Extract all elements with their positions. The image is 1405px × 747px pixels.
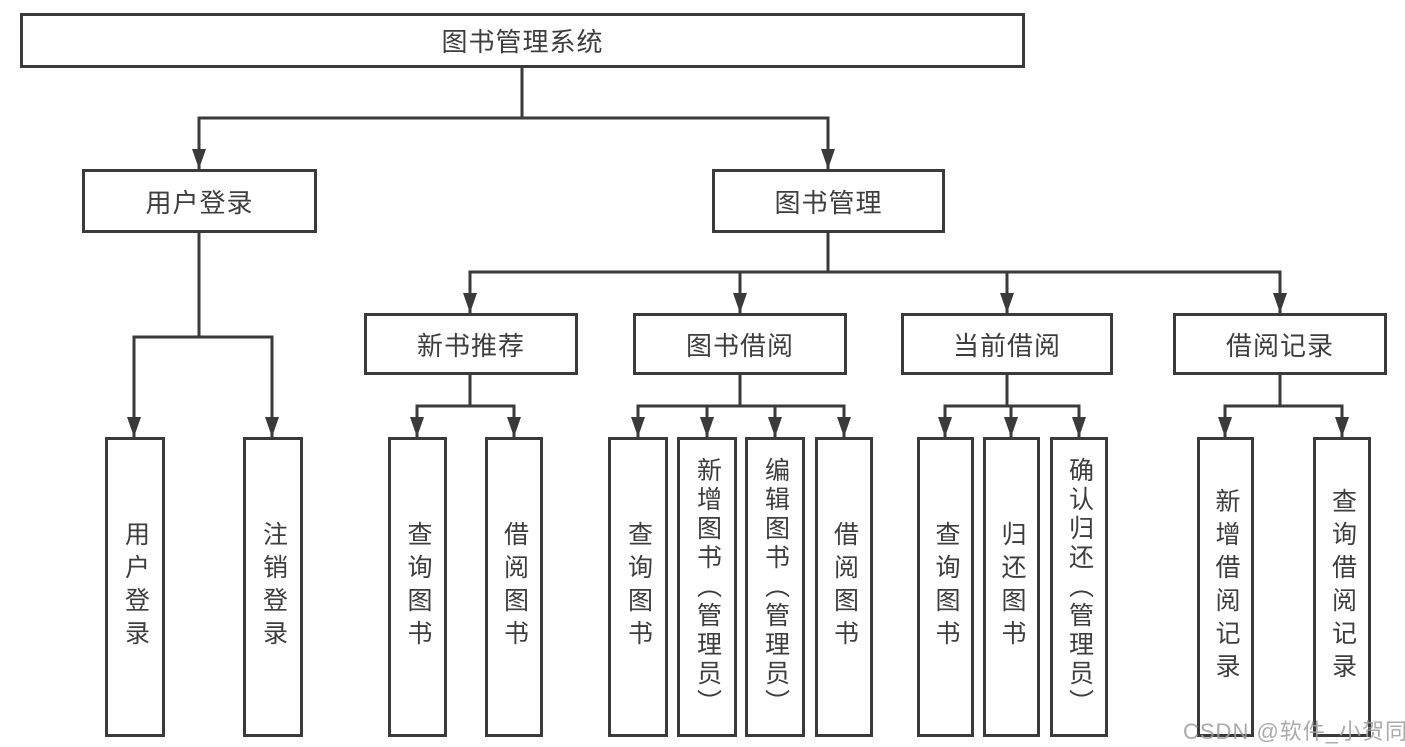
node-leaf-query-borrow-record-label: 查询借阅记录 [1328, 488, 1357, 686]
node-leaf-query-books-1: 查询图书 [388, 437, 447, 737]
node-leaf-add-books-admin-label: 新增图书（管理员） [693, 456, 722, 718]
node-book-management: 图书管理 [712, 169, 945, 233]
node-leaf-logout: 注销登录 [243, 437, 303, 737]
connector-new-book-recommend [410, 373, 521, 439]
node-user-login-label: 用户登录 [145, 187, 254, 218]
node-book-borrow: 图书借阅 [633, 313, 847, 375]
node-leaf-add-borrow-record: 新增借阅记录 [1197, 437, 1254, 737]
connector-user-login [127, 231, 279, 439]
node-root: 图书管理系统 [20, 13, 1025, 68]
node-borrow-record-label: 借阅记录 [1225, 330, 1334, 361]
node-leaf-user-login: 用户登录 [105, 437, 165, 737]
node-leaf-logout-label: 注销登录 [259, 521, 288, 653]
node-leaf-add-books-admin: 新增图书（管理员） [677, 437, 737, 737]
node-book-management-label: 图书管理 [774, 187, 883, 218]
node-leaf-borrow-books-1: 借阅图书 [485, 437, 543, 737]
node-borrow-record: 借阅记录 [1173, 313, 1387, 375]
node-root-label: 图书管理系统 [441, 27, 604, 57]
node-leaf-confirm-return-admin-label: 确认归还（管理员） [1065, 456, 1094, 718]
node-leaf-return-books: 归还图书 [983, 437, 1040, 737]
watermark: CSDN @软件_小贺同学 [1183, 719, 1405, 744]
connector-book-management [463, 231, 1287, 315]
node-leaf-query-books-3: 查询图书 [917, 437, 974, 737]
node-new-book-recommend: 新书推荐 [364, 313, 578, 375]
node-leaf-edit-books-admin-label: 编辑图书（管理员） [761, 456, 790, 718]
node-leaf-user-login-label: 用户登录 [121, 521, 150, 653]
connector-book-borrow [631, 373, 851, 439]
node-leaf-query-borrow-record: 查询借阅记录 [1313, 437, 1371, 737]
node-current-borrow: 当前借阅 [901, 313, 1113, 375]
node-leaf-borrow-books-2: 借阅图书 [815, 437, 873, 737]
node-leaf-borrow-books-1-label: 借阅图书 [500, 521, 529, 653]
node-leaf-borrow-books-2-label: 借阅图书 [830, 521, 859, 653]
connector-current-borrow [938, 373, 1086, 439]
node-leaf-confirm-return-admin: 确认归还（管理员） [1050, 437, 1108, 737]
node-user-login: 用户登录 [82, 169, 317, 233]
node-leaf-add-borrow-record-label: 新增借阅记录 [1212, 488, 1240, 686]
node-leaf-query-books-2-label: 查询图书 [624, 521, 653, 653]
node-book-borrow-label: 图书借阅 [685, 330, 794, 361]
connector-borrow-record [1218, 373, 1349, 439]
node-leaf-edit-books-admin: 编辑图书（管理员） [745, 437, 805, 737]
node-new-book-recommend-label: 新书推荐 [416, 330, 525, 361]
node-leaf-return-books-label: 归还图书 [998, 521, 1026, 653]
node-current-borrow-label: 当前借阅 [952, 330, 1061, 361]
node-leaf-query-books-2: 查询图书 [608, 437, 668, 737]
node-leaf-query-books-1-label: 查询图书 [404, 521, 432, 653]
node-leaf-query-books-3-label: 查询图书 [932, 521, 960, 653]
connector-root [192, 66, 835, 171]
